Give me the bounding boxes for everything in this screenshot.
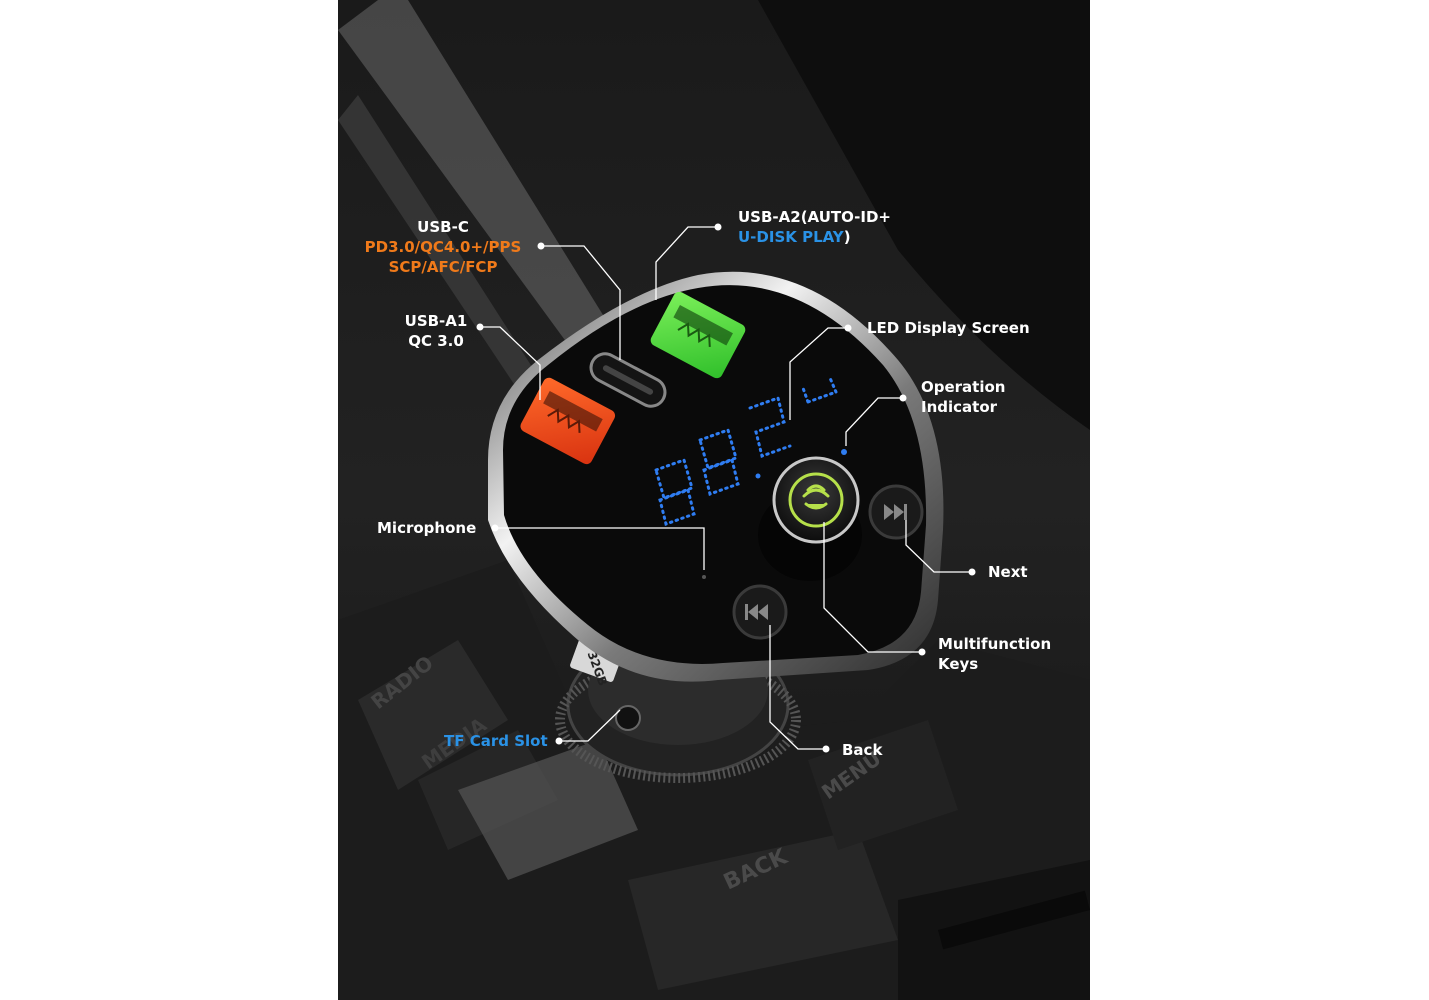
operation-indicator-callout: Operation Indicator [921,377,1005,417]
led-display-callout: LED Display Screen [867,319,1030,337]
usb-a2-callout: USB-A2(AUTO-ID+ U-DISK PLAY) [738,207,891,247]
next-callout: Next [988,563,1028,581]
usb-a1-protocol: QC 3.0 [408,332,464,350]
phone-call-icon [802,484,830,510]
usb-c-title: USB-C [417,218,469,236]
back-button [732,584,788,640]
multifunction-keys-line2: Keys [938,655,979,673]
callout-dots [476,223,976,753]
radio-button-shape [358,640,508,790]
car-fm-transmitter-illustration: RADIO MEDIA BACK MENU 32GB [338,0,1090,1000]
usb-c-protocols-line2: SCP/AFC/FCP [388,258,498,276]
tf-card-slot-callout: TF Card Slot [444,732,548,750]
callout-leader-lines [480,226,972,750]
multifunction-knob [758,456,862,581]
microphone-callout: Microphone [377,519,477,537]
next-button [868,484,924,540]
usb-c-callout: USB-C PD3.0/QC4.0+/PPS SCP/AFC/FCP [362,217,524,277]
fm-transmitter-device [488,271,944,682]
usb-a1-callout: USB-A1 QC 3.0 [398,311,474,351]
operation-indicator-line2: Indicator [921,398,998,416]
usb-a2-title: USB-A2(AUTO-ID+ [738,208,891,226]
usb-a2-udisk-play: U-DISK PLAY [738,228,844,246]
multifunction-keys-callout: Multifunction Keys [938,634,1051,674]
operation-indicator-line1: Operation [921,378,1006,396]
usb-c-port [589,352,667,408]
multifunction-keys-line1: Multifunction [938,635,1052,653]
led-display [654,376,838,526]
usb-a2-port [650,291,746,379]
back-callout: Back [842,741,883,759]
usb-a2-close-paren: ) [843,228,851,246]
product-photo: RADIO MEDIA BACK MENU 32GB [338,0,1090,1000]
usb-a1-port [520,377,616,465]
skip-back-icon [745,604,768,620]
usb-c-protocols-line1: PD3.0/QC4.0+/PPS [364,238,522,256]
skip-forward-icon [884,504,907,520]
operation-indicator-dot [841,449,847,455]
usb-a1-title: USB-A1 [404,312,468,330]
microphone-hole [702,575,706,579]
